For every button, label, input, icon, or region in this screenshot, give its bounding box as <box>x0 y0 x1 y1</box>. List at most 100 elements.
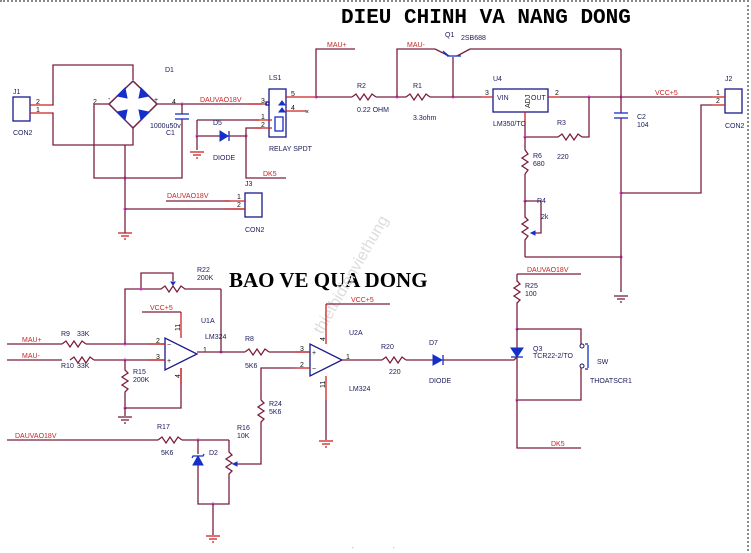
net-mau-minus-2: MAU- <box>22 353 41 360</box>
R2-value: 0.22 OHM <box>357 107 389 114</box>
U1A-pin-2: 2 <box>156 338 160 345</box>
potentiometer-R4[interactable]: R4 2k <box>520 198 549 257</box>
ground-symbol <box>190 136 204 159</box>
U1A-pin-3: 3 <box>156 354 160 361</box>
R3-value: 220 <box>557 154 569 161</box>
U2A-pin-2: 2 <box>300 362 304 369</box>
J1-pin-2: 2 <box>36 99 40 106</box>
LS1-pin-5: 5 <box>291 91 295 98</box>
R1-ref: R1 <box>413 83 422 90</box>
D7-ref: D7 <box>429 340 438 347</box>
connector-J1[interactable]: J1 2 1 CON2 <box>12 89 52 137</box>
Q1-ref: Q1 <box>445 32 454 39</box>
resistor-R1[interactable]: R1 3.3ohm <box>405 83 437 122</box>
R20-value: 220 <box>389 369 401 376</box>
stray-mark: ˙ <box>393 547 395 553</box>
J1-pin-1: 1 <box>36 107 40 114</box>
push-switch-SW[interactable]: SW THOATSCR1 <box>579 343 632 385</box>
svg-text:−: − <box>312 366 316 373</box>
R2-ref: R2 <box>357 83 366 90</box>
diode-D5[interactable]: D5 DIODE <box>213 120 236 162</box>
net-vcc5-2: VCC+5 <box>150 305 173 312</box>
R24-value: 5K6 <box>269 409 282 416</box>
resistor-R2[interactable]: R2 0.22 OHM <box>351 83 389 114</box>
potentiometer-R16[interactable]: R16 10K <box>224 425 250 480</box>
resistor-R15[interactable]: R15 200K <box>120 360 150 408</box>
U2A-pin-4: 4 <box>320 337 327 341</box>
net-mau-plus-2: MAU+ <box>22 337 42 344</box>
svg-text:−: − <box>167 342 171 349</box>
net-dk5-1: DK5 <box>263 171 277 178</box>
U2A-pin-11: 11 <box>320 381 327 388</box>
no-connect-mark: × <box>305 109 309 116</box>
svg-text:+: + <box>312 350 316 357</box>
bridge-rectifier-D1[interactable]: D1 2 4 - + <box>93 67 176 129</box>
R16-ref: R16 <box>237 425 250 432</box>
capacitor-C2[interactable]: C2 104 <box>614 49 649 292</box>
resistor-R20[interactable]: R20 220 <box>381 344 407 376</box>
R25-value: 100 <box>525 291 537 298</box>
net-vcc5-1: VCC+5 <box>655 90 678 97</box>
connector-J2[interactable]: J2 1 2 CON2 <box>712 76 745 130</box>
U4-pin-3: 3 <box>485 90 489 97</box>
J3-value: CON2 <box>245 227 265 234</box>
potentiometer-R22[interactable]: R22 200K <box>140 267 221 294</box>
C2-value: 104 <box>637 122 649 129</box>
scr-Q3[interactable]: Q3 TCR22-2/TO <box>510 329 573 400</box>
J1-ref: J1 <box>13 89 21 96</box>
regulator-U4[interactable]: VIN OUT ADJ U4 3 2 LM350/TO <box>481 76 560 128</box>
D5-ref: D5 <box>213 120 222 127</box>
U1A-pin-11: 11 <box>175 324 182 331</box>
D1-pin-2: 2 <box>93 99 97 106</box>
ground-symbol <box>319 440 333 448</box>
R17-ref: R17 <box>157 424 170 431</box>
resistor-R6[interactable]: R6 680 <box>520 149 545 175</box>
LS1-pin-3: 3 <box>261 98 265 105</box>
transistor-Q1[interactable]: Q1 2SB688 <box>434 32 621 97</box>
U4-vin-label: VIN <box>497 95 509 102</box>
U1A-ref: U1A <box>201 318 215 325</box>
R9-value: 33K <box>77 331 90 338</box>
J2-ref: J2 <box>725 76 733 83</box>
J2-value: CON2 <box>725 123 745 130</box>
SW-value: THOATSCR1 <box>590 378 632 385</box>
D5-value: DIODE <box>213 155 236 162</box>
resistor-R3[interactable]: R3 <box>557 120 583 142</box>
R24-ref: R24 <box>269 401 282 408</box>
J1-value: CON2 <box>13 130 33 137</box>
R6-value: 680 <box>533 161 545 168</box>
capacitor-C1[interactable]: 1000u50v C1 <box>150 104 189 137</box>
net-mau-minus-1: MAU- <box>407 42 426 49</box>
connector-J3[interactable]: 1 2 CON2 <box>225 192 265 234</box>
U2A-value: LM324 <box>349 386 371 393</box>
R25-ref: R25 <box>525 283 538 290</box>
U4-vout-label: OUT <box>531 95 547 102</box>
R10-value: 33K <box>77 363 90 370</box>
R16-value: 10K <box>237 433 250 440</box>
R8-value: 5K6 <box>245 363 258 370</box>
zener-diode-D2[interactable]: D2 <box>191 440 230 505</box>
net-dauvao18v-3: DAUVAO18V <box>15 433 57 440</box>
relay-LS1[interactable]: LS1 3 5 4 1 2 RELAY SPDT <box>248 75 316 153</box>
diode-D7[interactable]: D7 DIODE <box>429 340 452 385</box>
LS1-pin-1: 1 <box>261 114 265 121</box>
R8-ref: R8 <box>245 336 254 343</box>
U2A-ref: U2A <box>349 330 363 337</box>
resistor-R9[interactable]: R9 33K <box>61 331 90 349</box>
resistor-R8[interactable]: R8 5K6 <box>244 336 270 370</box>
LS1-value: RELAY SPDT <box>269 146 313 153</box>
U2A-pin-3: 3 <box>300 346 304 353</box>
title-overcurrent-protection: BAO VE QUA DONG <box>229 268 428 292</box>
U4-ref: U4 <box>493 76 502 83</box>
resistor-R24[interactable]: R24 5K6 <box>235 399 282 465</box>
R1-value: 3.3ohm <box>413 115 437 122</box>
opamp-U2A[interactable]: + − U2A LM324 3 2 1 4 11 <box>295 304 371 400</box>
C2-ref: C2 <box>637 114 646 121</box>
resistor-R25[interactable]: R25 100 <box>512 274 538 329</box>
opamp-U1A[interactable]: − + U1A LM324 2 3 1 11 4 <box>150 312 227 385</box>
D1-minus: - <box>108 96 111 103</box>
resistor-R10[interactable]: R10 33K <box>61 355 95 370</box>
resistor-R17[interactable]: R17 5K6 <box>157 424 183 457</box>
R17-value: 5K6 <box>161 450 174 457</box>
net-dauvao18v-4: DAUVAO18V <box>527 267 569 274</box>
